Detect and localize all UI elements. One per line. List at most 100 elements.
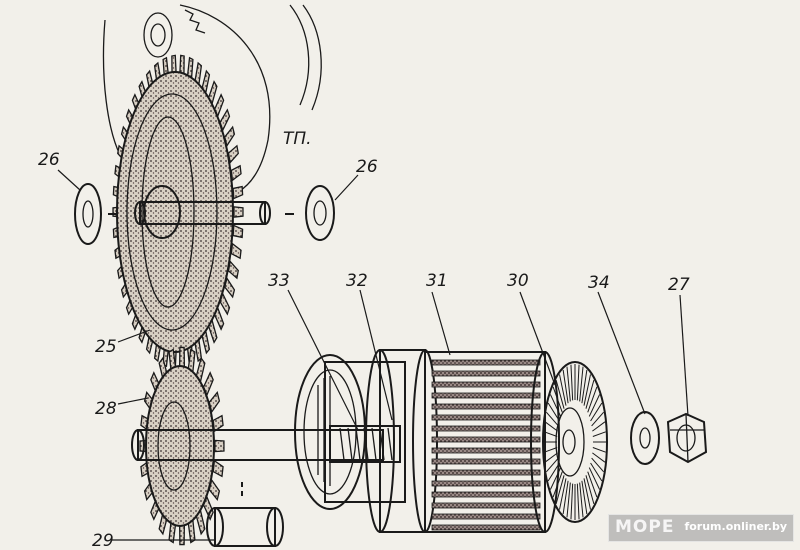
commutator-bar	[581, 480, 588, 515]
gear-tooth	[214, 439, 225, 453]
commutator-30	[542, 361, 608, 523]
inscription-text: TП.	[283, 129, 312, 149]
part-label-30: 30	[507, 271, 529, 291]
commutator-bar	[585, 475, 595, 505]
commutator-bar	[579, 366, 584, 402]
watermark: МОРЕ forum.onliner.by	[608, 514, 794, 542]
commutator-bar	[591, 457, 605, 473]
commutator-bar	[562, 480, 569, 515]
watermark-brand: МОРЕ	[615, 517, 675, 537]
commutator-bar	[566, 482, 571, 518]
commutator-bar	[552, 471, 563, 498]
armature-slot	[431, 359, 541, 366]
part-label-27: 27	[668, 275, 690, 295]
armature-slot	[431, 524, 541, 531]
part-label-29: 29	[92, 531, 114, 550]
commutator-bar	[549, 467, 562, 490]
armature-slot	[431, 469, 541, 476]
bushing-29	[206, 482, 284, 547]
commutator-bar	[592, 431, 606, 437]
commutator-bar	[579, 482, 584, 518]
commutator-bar	[544, 431, 558, 437]
commutator-bar	[583, 374, 591, 406]
armature-slot	[431, 414, 541, 421]
part-label-28: 28	[95, 399, 117, 419]
gear-25	[112, 54, 271, 370]
commutator-bar	[576, 364, 580, 401]
commutator-bar	[576, 483, 580, 520]
gear-tooth	[212, 459, 224, 478]
gear-28	[131, 346, 401, 546]
part-label-32: 32	[346, 271, 368, 291]
gear-tooth	[232, 224, 244, 239]
commutator-bar	[566, 366, 571, 402]
commutator-bar	[545, 457, 559, 473]
commutator-bar	[555, 379, 565, 409]
commutator-bar	[549, 394, 562, 417]
commutator-bar	[587, 471, 598, 498]
commutator-bar	[585, 379, 595, 409]
watermark-site: forum.onliner.by	[684, 520, 787, 533]
commutator-bar	[590, 402, 603, 422]
armature-slot	[431, 381, 541, 388]
commutator-bar	[592, 452, 606, 463]
commutator-bar	[545, 411, 559, 427]
armature-31	[424, 351, 560, 533]
armature-slot	[431, 502, 541, 509]
commutator-bar	[581, 369, 588, 404]
commutator-bar	[591, 411, 605, 427]
armature-slot	[431, 370, 541, 377]
washer-34	[630, 411, 660, 465]
commutator-bar	[588, 394, 601, 417]
armature-slots	[431, 359, 541, 531]
commutator-bar	[544, 447, 558, 453]
armature-slot	[431, 447, 541, 454]
commutator-bar	[592, 421, 606, 432]
commutator-bar	[552, 386, 563, 413]
part-label-34: 34	[588, 273, 610, 293]
leader-lines	[57, 169, 689, 541]
gear-tooth	[230, 164, 242, 182]
armature-slot	[431, 480, 541, 487]
commutator-bar	[547, 462, 560, 482]
gear-tooth	[212, 414, 224, 433]
armature-slot	[431, 392, 541, 399]
part-label-33: 33	[268, 271, 290, 291]
commutator-bars	[544, 364, 606, 520]
part-label-31: 31	[426, 271, 448, 291]
commutator-bar	[562, 369, 569, 404]
part-label-25: 25	[95, 337, 117, 357]
commutator-bar	[583, 478, 591, 510]
gear-tooth	[232, 185, 244, 200]
armature-slot	[431, 458, 541, 465]
armature-slot	[431, 513, 541, 520]
gear-tooth	[233, 206, 244, 218]
commutator-bar	[547, 402, 560, 422]
commutator-bar	[570, 483, 574, 520]
commutator-bar	[559, 478, 567, 510]
washer-26-left	[74, 183, 102, 245]
ring-32	[365, 349, 438, 533]
gear-tooth	[230, 242, 242, 260]
part-label-26-left: 26	[38, 150, 60, 170]
housing-outline	[102, 4, 322, 193]
armature-slot	[431, 403, 541, 410]
commutator-bar	[590, 462, 603, 482]
commutator-bar	[544, 421, 558, 432]
commutator-bar	[588, 467, 601, 490]
armature-slot	[431, 436, 541, 443]
commutator-bar	[544, 452, 558, 463]
clutch-housing-33	[294, 354, 406, 510]
part-label-26-right: 26	[356, 157, 378, 177]
commutator-bar	[570, 364, 574, 401]
armature-slot	[431, 491, 541, 498]
armature-slot	[431, 425, 541, 432]
commutator-bar	[592, 447, 606, 453]
commutator-bar	[587, 386, 598, 413]
washer-26-right	[305, 185, 335, 241]
commutator-bar	[559, 374, 567, 406]
commutator-bar	[555, 475, 565, 505]
nut-27	[666, 412, 708, 464]
